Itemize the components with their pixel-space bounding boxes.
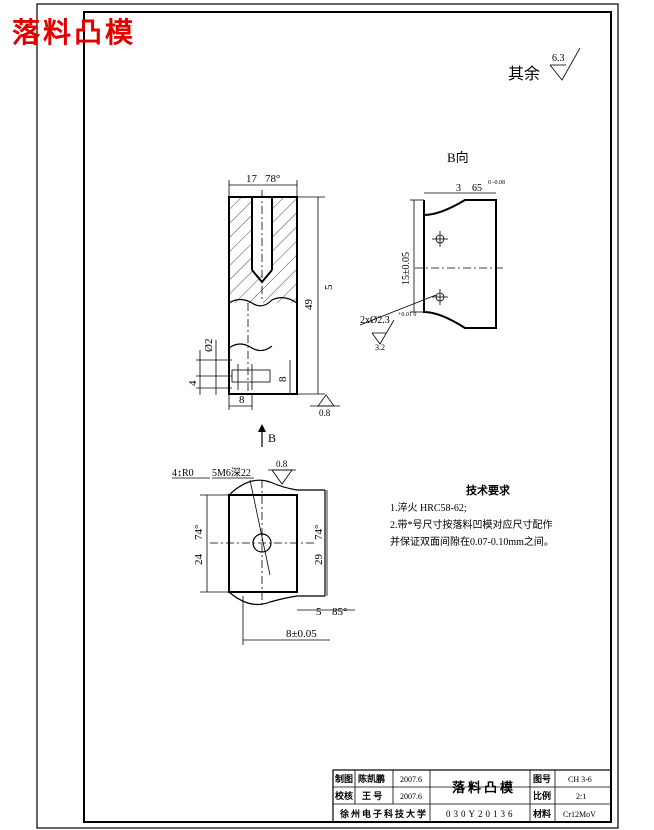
svg-text:技术要求: 技术要求 xyxy=(466,483,511,497)
svg-text:1.淬火 HRC58-62;: 1.淬火 HRC58-62; xyxy=(390,501,467,514)
svg-text:17: 17 xyxy=(246,173,258,185)
svg-text:74°: 74° xyxy=(193,525,205,540)
svg-text:78°: 78° xyxy=(265,173,280,185)
svg-text:030Y20136: 030Y20136 xyxy=(446,809,516,819)
svg-text:2007.6: 2007.6 xyxy=(400,792,422,801)
svg-text:8: 8 xyxy=(239,394,245,406)
svg-text:Ø2: Ø2 xyxy=(203,339,215,352)
inner-border xyxy=(83,11,612,823)
svg-text:85°: 85° xyxy=(332,606,347,618)
svg-text:8±0.05: 8±0.05 xyxy=(286,628,317,640)
svg-text:3: 3 xyxy=(456,183,461,194)
top-view: 4↕R0 5M6深22 0.8 24 74° 29 74° 5 85° 8±0.… xyxy=(172,459,355,645)
svg-text:B向: B向 xyxy=(447,150,469,165)
svg-text:校核: 校核 xyxy=(335,790,353,801)
svg-text:徐州电子科技大学: 徐州电子科技大学 xyxy=(339,808,428,819)
svg-text:24: 24 xyxy=(193,554,205,566)
svg-text:2007.6: 2007.6 xyxy=(400,775,422,784)
svg-text:王 号: 王 号 xyxy=(362,791,382,801)
svg-text:2:1: 2:1 xyxy=(576,792,586,801)
svg-text:制图: 制图 xyxy=(335,773,353,784)
svg-text:B: B xyxy=(268,431,276,445)
outer-border xyxy=(36,3,619,829)
surface-finish-other: 其余 6.3 xyxy=(508,47,581,83)
svg-text:4↕R0: 4↕R0 xyxy=(172,468,194,479)
svg-text:陈凯鹏: 陈凯鹏 xyxy=(358,773,385,784)
svg-text:材料: 材料 xyxy=(532,808,551,819)
svg-text:8: 8 xyxy=(277,376,289,382)
svg-text:比例: 比例 xyxy=(533,790,551,801)
svg-text:29: 29 xyxy=(313,554,325,566)
svg-text:0.8: 0.8 xyxy=(319,408,331,418)
svg-text:0 -0.08: 0 -0.08 xyxy=(488,180,505,186)
svg-text:0.8: 0.8 xyxy=(276,459,288,469)
title-block: 制图 陈凯鹏 2007.6 校核 王 号 2007.6 落料凸模 图号 CH 3… xyxy=(332,769,612,823)
part-title: 落料凸模 xyxy=(12,16,136,49)
svg-text:落料凸模: 落料凸模 xyxy=(452,780,516,795)
svg-text:5: 5 xyxy=(323,284,335,290)
svg-text:图号: 图号 xyxy=(533,774,551,784)
view-b: B向 3 65 0 -0.08 15±0.05 2xØ2.3 +0.01 0 3… xyxy=(359,150,505,352)
svg-text:Cr12MoV: Cr12MoV xyxy=(563,810,596,819)
svg-text:其余: 其余 xyxy=(508,64,540,83)
svg-text:5M6深22: 5M6深22 xyxy=(212,467,251,479)
svg-text:+0.01 0: +0.01 0 xyxy=(398,312,416,318)
technical-requirements: 技术要求 1.淬火 HRC58-62; 2.带*号尺寸按落料凹模对应尺寸配作 并… xyxy=(390,483,554,548)
svg-text:并保证双面间隙在0.07-0.10mm之间。: 并保证双面间隙在0.07-0.10mm之间。 xyxy=(390,535,554,548)
view-b-arrow: B xyxy=(258,424,276,447)
svg-text:CH 3-6: CH 3-6 xyxy=(568,775,592,784)
svg-text:4: 4 xyxy=(187,380,199,386)
svg-text:2.带*号尺寸按落料凹模对应尺寸配作: 2.带*号尺寸按落料凹模对应尺寸配作 xyxy=(390,518,553,531)
svg-text:65: 65 xyxy=(472,183,482,194)
svg-text:3.2: 3.2 xyxy=(375,343,385,352)
svg-text:15±0.05: 15±0.05 xyxy=(401,252,412,285)
front-view: 17 78° 49 5 8 Ø2 4 8 0.8 xyxy=(187,173,340,418)
svg-text:74°: 74° xyxy=(313,525,325,540)
svg-text:6.3: 6.3 xyxy=(552,53,565,64)
svg-text:49: 49 xyxy=(303,299,315,311)
svg-text:5: 5 xyxy=(316,606,322,618)
svg-text:2xØ2.3: 2xØ2.3 xyxy=(360,315,390,326)
